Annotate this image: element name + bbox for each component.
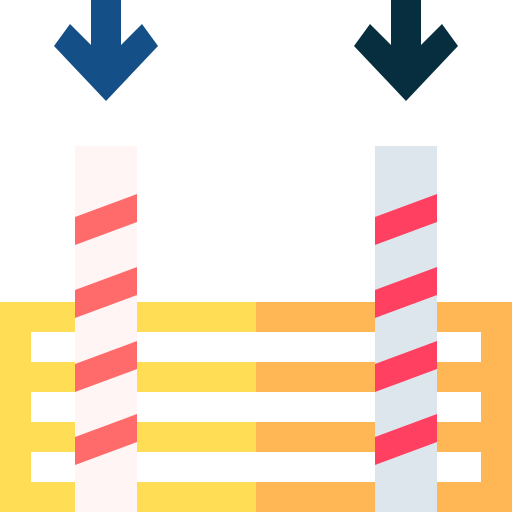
post-right-stripe	[375, 267, 437, 318]
post-right-stripe	[375, 414, 437, 465]
post-left-stripe	[75, 267, 137, 318]
arrow-down-left-icon	[54, 0, 158, 101]
arrow-down-right-icon	[354, 0, 458, 101]
post-left-stripe	[75, 194, 137, 245]
post-right-stripe	[375, 341, 437, 392]
post-left-stripe	[75, 414, 137, 465]
post-left-stripe	[75, 341, 137, 392]
post-right-stripe	[375, 194, 437, 245]
